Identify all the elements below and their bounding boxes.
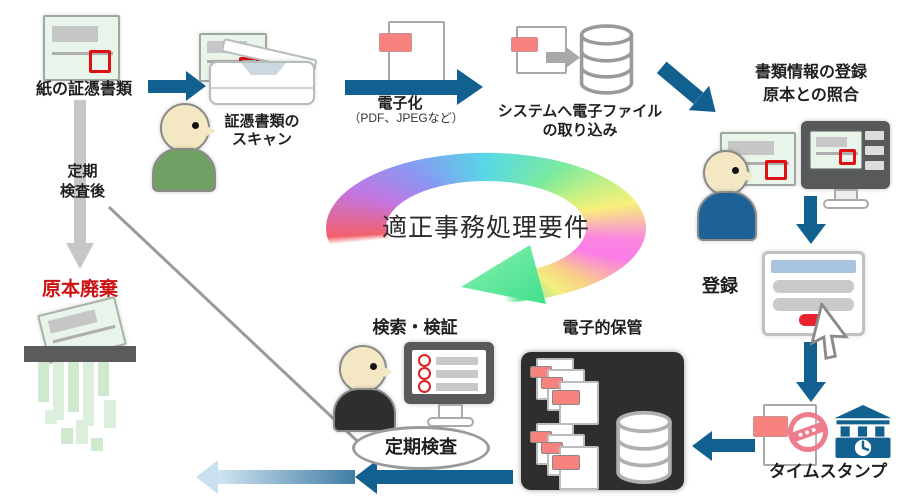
form-header-bar [771,260,856,273]
file-tag-icon [511,37,538,52]
database-icon [579,24,634,95]
after-inspection-arrow-shaft [74,100,86,243]
document-highlight-box [88,50,111,74]
cycle-arrow-head-icon [461,245,546,304]
paper-document-icon [43,15,120,81]
person-body [697,191,757,241]
search-verify-label: 検索・検証 [372,318,458,337]
paper-strip [53,362,64,420]
paper-document-label: 紙の証憑書類 [35,81,132,98]
document-text-bar [51,25,98,43]
file-tag-icon [379,33,412,52]
after-inspection-arrow-head [66,243,94,269]
periodic-inspection-label: 定期検査 [385,437,457,458]
periodic-inspection-badge: 定期検査 [352,426,490,470]
scan-label: 証憑書類の スキャン [224,113,300,149]
register-form-icon [762,251,865,336]
paper-strip [104,400,116,428]
database-icon [616,410,672,484]
person-body [152,148,216,192]
register-label: 登録 [702,276,738,296]
system-import-label: システムへ電子ファイル の取り込み [497,103,663,139]
person-body [333,388,396,432]
discard-original-label: 原本廃棄 [42,279,119,300]
cursor-icon [809,301,849,361]
register-monitor-icon [801,121,890,189]
digitize-label: 電子化 [377,95,423,112]
center-requirements-label: 適正事務処理要件 [381,214,590,242]
digitize-sublabel: （PDF、JPEGなど） [348,111,464,125]
person-head [339,345,393,393]
monitor-base [823,199,869,209]
person-head [160,103,216,153]
timestamp-label: タイムスタンプ [768,462,888,481]
file-tag-icon [552,390,580,405]
search-monitor-icon [404,342,494,404]
shredder-slot-icon [24,346,136,362]
paper-strip [38,362,49,402]
paper-strip [45,410,57,424]
monitor-base [427,417,474,427]
scanner-body-icon [209,61,315,105]
time-authority-bank-icon [834,405,892,458]
arrow-inspection-fade [196,460,355,494]
person-head [703,150,755,196]
import-arrow-shaft [546,52,567,63]
document-line [51,51,113,55]
paper-strip [91,438,103,451]
storage-label: 電子的保管 [562,320,643,337]
inspection-connector-line [108,206,361,444]
storage-box-icon [521,352,684,490]
register-info-label: 書類情報の登録 原本との照合 [754,64,867,105]
paper-strip [68,362,79,412]
paper-strip [83,362,94,426]
arrow-digitize [345,69,483,105]
arrow-to-scan [148,71,206,101]
after-inspection-label: 定期 検査後 [59,163,105,200]
file-tag-icon [552,455,580,470]
paper-strip [76,420,88,444]
arrow-to-storage [692,431,755,461]
paper-strip [61,428,73,444]
file-tag-icon [753,416,788,437]
arrow-to-form [796,196,826,244]
paper-strip [98,362,109,396]
